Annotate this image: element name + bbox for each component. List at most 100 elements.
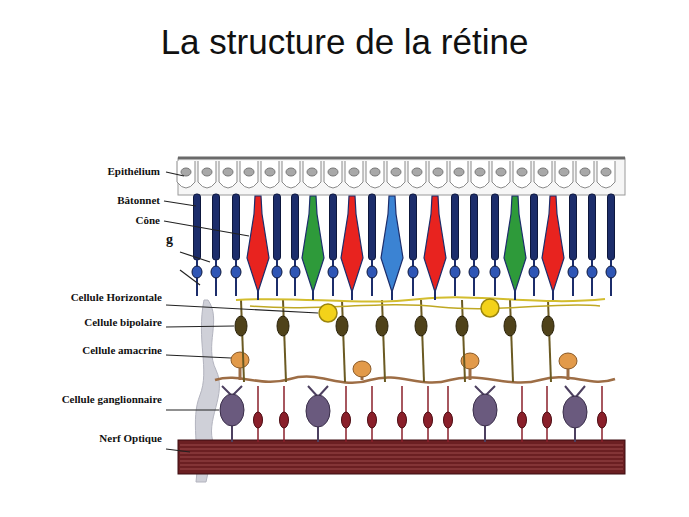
rod-outer-segment [233, 194, 240, 260]
horizontal-cell [319, 304, 337, 322]
epithelium-cell [345, 161, 363, 188]
small-ganglion-cell [398, 412, 407, 428]
rod-nucleus [408, 266, 418, 278]
epithelium-edge [178, 157, 625, 160]
rod-nucleus [606, 266, 616, 278]
ganglion-cell [220, 394, 244, 426]
epithelium-nucleus [349, 168, 359, 176]
epithelium-nucleus [370, 168, 380, 176]
rod-nucleus [450, 266, 460, 278]
rod-outer-segment [213, 194, 220, 260]
bipolar-cell [456, 316, 468, 336]
rod-outer-segment [452, 194, 459, 260]
horizontal-process [250, 305, 600, 309]
ganglion-cell [473, 394, 497, 426]
nerve-fiber [180, 465, 623, 466]
rod-outer-segment [410, 194, 417, 260]
amacrine-cell [559, 353, 577, 369]
rod-outer-segment [274, 194, 281, 260]
epithelium-band [178, 158, 625, 195]
small-ganglion-cell [518, 412, 527, 428]
epithelium-cell [282, 161, 300, 188]
rod-nucleus [272, 266, 282, 278]
part-label: Nerf Optique [40, 432, 162, 445]
bipolar-process [241, 300, 244, 382]
epithelium-cell [261, 161, 279, 188]
bipolar-process [421, 300, 424, 382]
rod-outer-segment [471, 194, 478, 260]
nerve-fiber [180, 461, 623, 462]
epithelium-nucleus [580, 168, 590, 176]
rod-nucleus [490, 266, 500, 278]
bipolar-cell [376, 316, 388, 336]
epithelium-nucleus [517, 168, 527, 176]
epithelium-nucleus [286, 168, 296, 176]
small-ganglion-cell [280, 412, 289, 428]
epithelium-nucleus [181, 168, 191, 176]
epithelium-cell [387, 161, 405, 188]
rod-outer-segment [492, 194, 499, 260]
epithelium-nucleus [496, 168, 506, 176]
epithelium-cell [597, 161, 615, 188]
epithelium-nucleus [223, 168, 233, 176]
part-label: Cellule amacrine [40, 344, 162, 357]
rod-outer-segment [330, 194, 337, 260]
epithelium-cell [303, 161, 321, 188]
epithelium-cell [240, 161, 258, 188]
rod-nucleus [529, 266, 539, 278]
cone-cell [381, 196, 403, 292]
small-ganglion-cell [342, 412, 351, 428]
cone-cell [542, 196, 564, 292]
epithelium-nucleus [391, 168, 401, 176]
leader-line [166, 409, 219, 410]
leader-line [180, 252, 210, 262]
amacrine-cell [231, 352, 249, 368]
rod-outer-segment [292, 194, 299, 260]
nerve-fiber [180, 469, 623, 470]
part-label: Cellule bipolaire [40, 316, 162, 329]
epithelium-nucleus [475, 168, 485, 176]
rod-nucleus [211, 266, 221, 278]
epithelium-cell [450, 161, 468, 188]
bipolar-cell [542, 316, 554, 336]
leader-line [180, 270, 200, 285]
part-label: Cône [40, 214, 160, 227]
epithelium-cell [471, 161, 489, 188]
leader-line [164, 221, 249, 236]
bipolar-cell [336, 316, 348, 336]
leader-line [166, 449, 190, 452]
leader-line [166, 326, 234, 327]
epithelium-nucleus [244, 168, 254, 176]
small-ganglion-cell [543, 412, 552, 428]
bipolar-cell [235, 316, 247, 336]
epithelium-nucleus [559, 168, 569, 176]
rod-outer-segment [589, 194, 596, 260]
rod-nucleus [568, 266, 578, 278]
part-label: Cellule Horizontale [40, 291, 162, 304]
ganglion-cell [306, 395, 330, 427]
part-label: Cellule ganglionnaire [40, 393, 162, 406]
ganglion-cell [563, 396, 587, 428]
nerve-fiber [180, 453, 623, 454]
horizontal-process [236, 297, 605, 301]
bipolar-process [283, 300, 286, 382]
bipolar-cell [277, 316, 289, 336]
epithelium-cell [219, 161, 237, 188]
cone-cell [302, 196, 324, 292]
bipolar-process [342, 300, 345, 382]
epithelium-cell [492, 161, 510, 188]
part-label: g [166, 232, 173, 248]
epithelium-nucleus [433, 168, 443, 176]
epithelium-cell [366, 161, 384, 188]
epithelium-cell [324, 161, 342, 188]
epithelium-nucleus [265, 168, 275, 176]
epithelium-nucleus [454, 168, 464, 176]
rod-nucleus [587, 266, 597, 278]
cone-cell [341, 196, 363, 292]
bipolar-cell [415, 316, 427, 336]
small-ganglion-cell [444, 412, 453, 428]
nerve-fiber [180, 445, 623, 446]
bipolar-process [510, 300, 513, 382]
epithelium-cell [576, 161, 594, 188]
rod-nucleus [290, 266, 300, 278]
